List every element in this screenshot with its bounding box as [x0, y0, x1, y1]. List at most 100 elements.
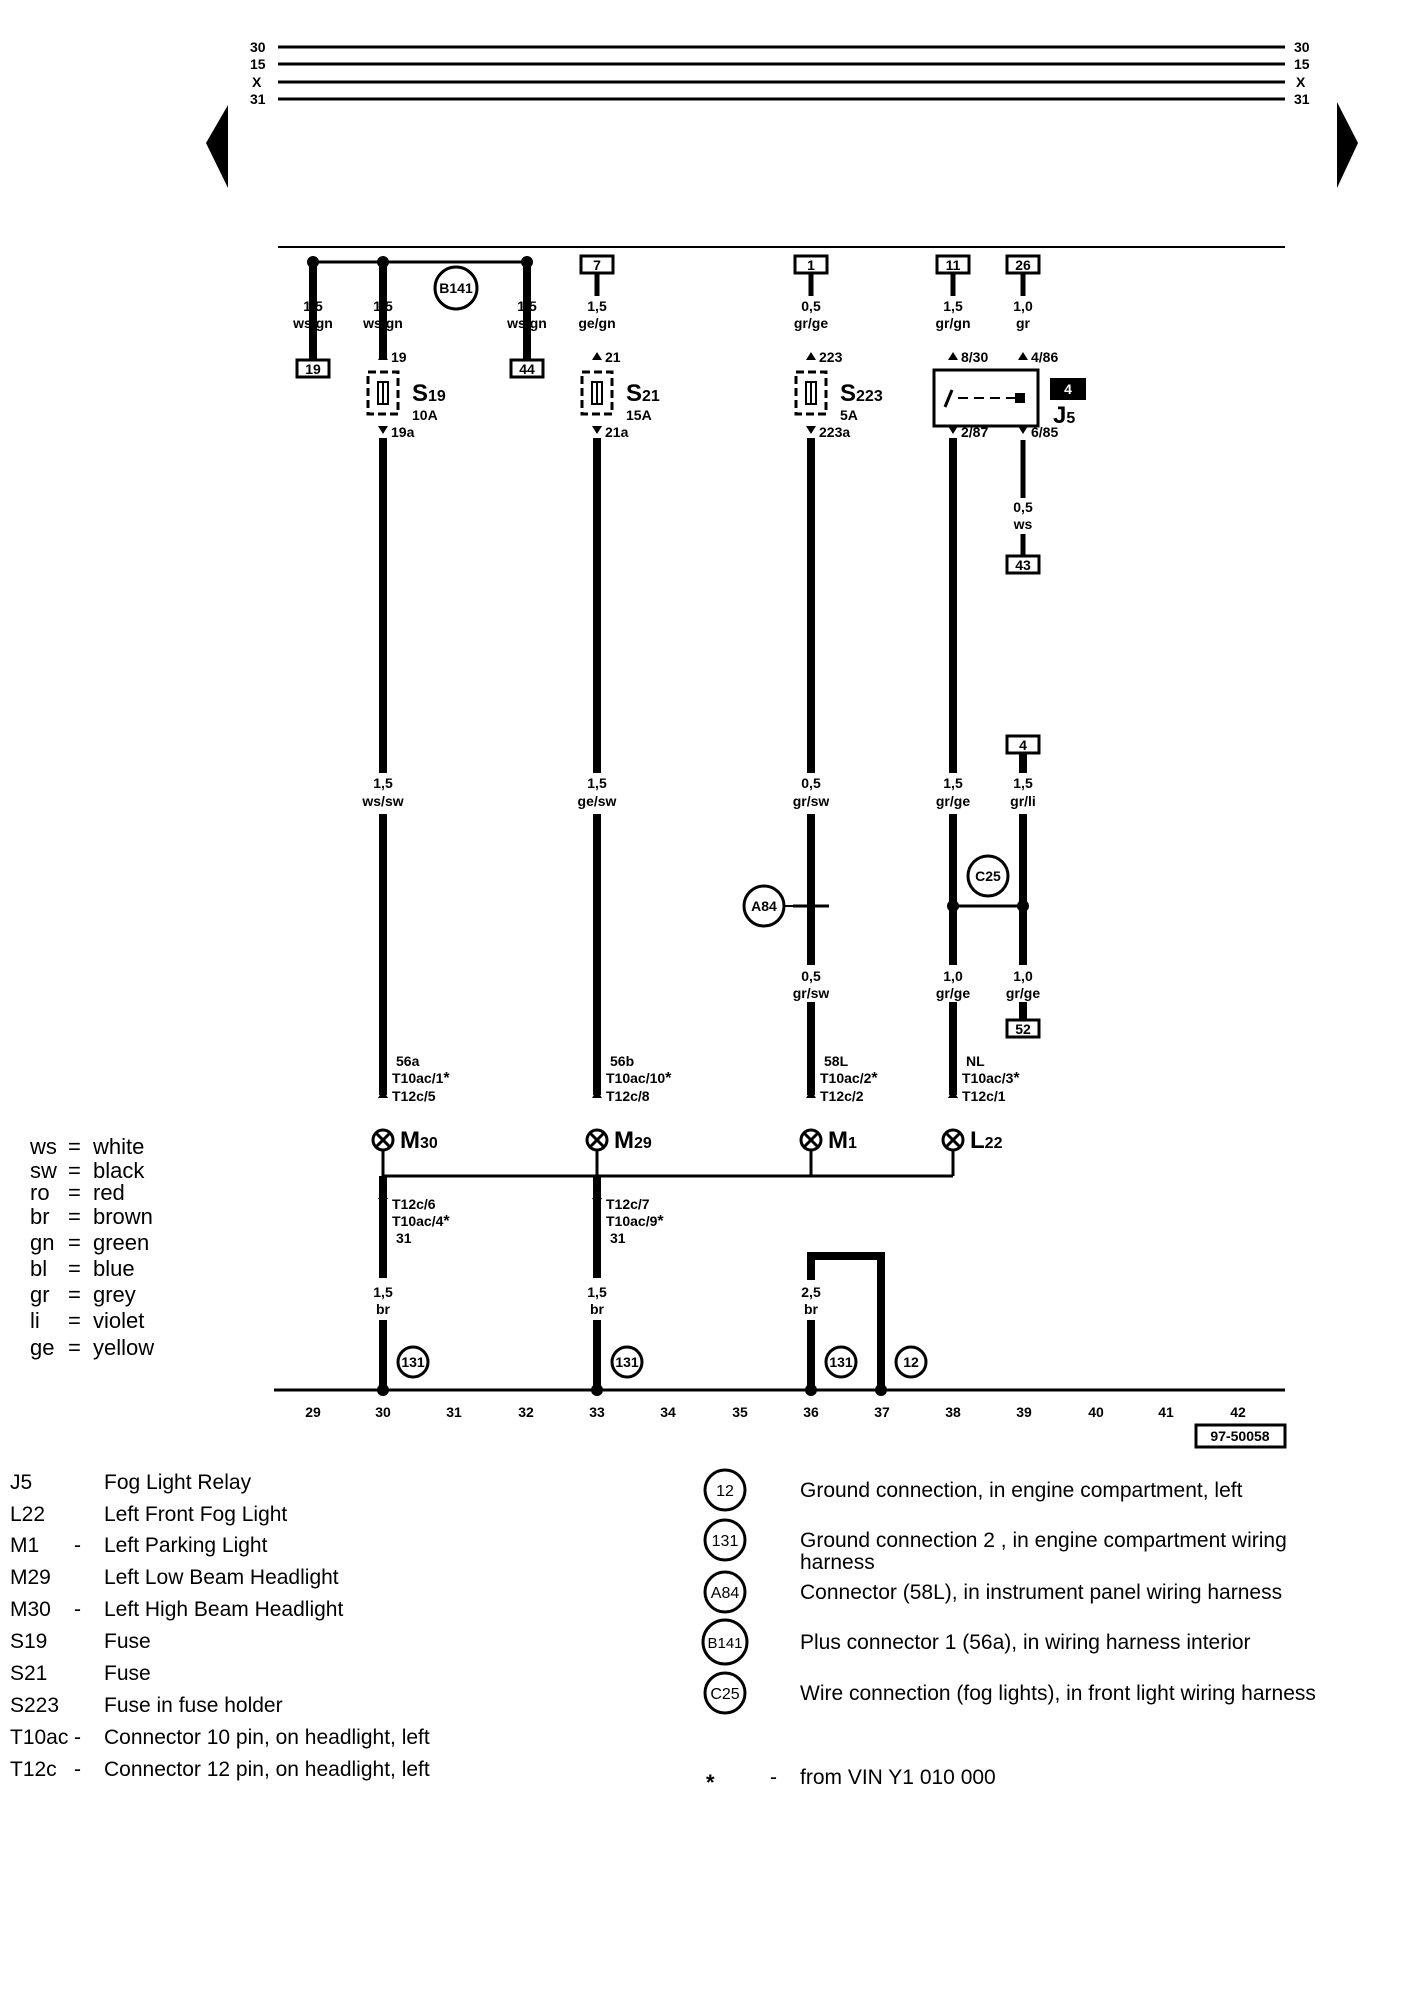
- component-list: J5 Fog Light Relay L22 Left Front Fog Li…: [10, 1471, 430, 1781]
- fuse-s223[interactable]: [794, 370, 828, 416]
- fuse-s19[interactable]: [366, 370, 400, 416]
- component-desc: Fuse: [104, 1630, 151, 1653]
- ref-box-19[interactable]: [295, 358, 331, 379]
- lamp-l22[interactable]: [941, 1128, 965, 1152]
- component-code: T10ac: [10, 1726, 68, 1749]
- wire-size-label: 2,5: [801, 1284, 821, 1300]
- connector-signal: 56b: [610, 1053, 634, 1069]
- track-number: 33: [589, 1404, 605, 1420]
- track-number: 29: [305, 1404, 321, 1420]
- legend-code: bl: [30, 1256, 47, 1281]
- rail-label-31-left: 31: [250, 91, 266, 107]
- connection-desc: Ground connection 2 , in engine compartm…: [800, 1529, 1287, 1552]
- lamp-l22-label: L22: [970, 1127, 1003, 1154]
- wire-color-label: gr/sw: [793, 985, 830, 1001]
- track-number: 37: [874, 1404, 890, 1420]
- wire-color-label: br: [590, 1301, 605, 1317]
- c25-node-1: [947, 900, 959, 912]
- legend-eq: =: [68, 1134, 81, 1159]
- wire-size-label: 1,5: [373, 298, 393, 314]
- legend-code: gn: [30, 1230, 54, 1255]
- legend-name: blue: [93, 1256, 135, 1281]
- relay-j5[interactable]: [932, 368, 1040, 428]
- component-desc: Connector 10 pin, on headlight, left: [104, 1726, 430, 1749]
- footnote-dash: -: [770, 1766, 777, 1789]
- wire-color-label: ws/sw: [361, 793, 403, 809]
- wire-color-label: ge/sw: [578, 793, 617, 809]
- lamp-return-drops: [381, 1150, 955, 1176]
- lamp-m29[interactable]: [585, 1128, 609, 1152]
- legend-eq: =: [68, 1308, 81, 1333]
- fuse-s21-label: S21: [626, 380, 660, 407]
- short-top-wires: [594, 273, 1026, 296]
- relay-location-tag: [1050, 378, 1086, 400]
- component-dash: -: [74, 1758, 81, 1781]
- wire-size-label: 1,5: [373, 775, 393, 791]
- connection-code: 131: [712, 1533, 739, 1550]
- legend-code: ro: [30, 1180, 50, 1205]
- wire-color-label: ws/gn: [292, 315, 333, 331]
- connector-pin-a: T10ac/3*: [962, 1070, 1020, 1087]
- legend-eq: =: [68, 1282, 81, 1307]
- fuse-s21[interactable]: [580, 370, 614, 416]
- legend-code: li: [30, 1308, 40, 1333]
- connection-code: 12: [716, 1483, 734, 1500]
- legend-code: ws: [29, 1134, 57, 1159]
- track-number: 40: [1088, 1404, 1104, 1420]
- legend-name: red: [93, 1180, 125, 1205]
- lamp-m30[interactable]: [371, 1128, 395, 1152]
- legend-eq: =: [68, 1335, 81, 1360]
- legend-eq: =: [68, 1180, 81, 1205]
- track-number: 32: [518, 1404, 534, 1420]
- wire-size-label: 1,5: [373, 1284, 393, 1300]
- b141-node-2: [377, 256, 389, 268]
- relay-location-tag-label: 4: [1064, 381, 1072, 397]
- component-desc: Fog Light Relay: [104, 1471, 252, 1494]
- page-right-arrow-icon[interactable]: [1337, 102, 1358, 188]
- ref-box-52-label: 52: [1015, 1021, 1031, 1037]
- fuse-pin-in: 19: [391, 349, 407, 365]
- connection-131-icon: [703, 1518, 747, 1562]
- connector-pin-a: T10ac/10*: [606, 1070, 672, 1087]
- wire-size-label: 0,5: [1013, 499, 1033, 515]
- ref-box-52[interactable]: [1005, 1018, 1041, 1039]
- ref-box-43-label: 43: [1015, 557, 1031, 573]
- legend-name: black: [93, 1158, 145, 1183]
- lamp-m30-label: M30: [400, 1127, 438, 1154]
- ground-wires: [379, 1176, 815, 1390]
- lamp-m1[interactable]: [799, 1128, 823, 1152]
- wire-color-label: gr/li: [1010, 793, 1036, 809]
- fuse-pin-out: 21a: [605, 424, 629, 440]
- component-desc: Left Parking Light: [104, 1534, 268, 1557]
- connector-pin-a: T10ac/1*: [392, 1070, 450, 1087]
- lamp-m29-label: M29: [614, 1127, 652, 1154]
- wire-size-label: 1,5: [303, 298, 323, 314]
- connection-desc: Ground connection, in engine compartment…: [800, 1479, 1243, 1502]
- wire-color-label: ws/gn: [506, 315, 547, 331]
- legend-code: gr: [30, 1282, 50, 1307]
- ground-131-label: 131: [829, 1354, 853, 1370]
- track-number: 41: [1158, 1404, 1174, 1420]
- ref-box-43[interactable]: [1005, 554, 1041, 575]
- page-left-arrow-icon[interactable]: [206, 105, 228, 188]
- relay-pin: 4/86: [1031, 349, 1058, 365]
- wire-color-label: gr/sw: [793, 793, 830, 809]
- component-desc: Left Low Beam Headlight: [104, 1566, 339, 1589]
- diagram-id: 97-50058: [1210, 1428, 1269, 1444]
- component-code: S21: [10, 1662, 47, 1685]
- component-desc: Left Front Fog Light: [104, 1503, 287, 1526]
- connector-pin-b: T10ac/9*: [606, 1213, 664, 1230]
- component-dash: -: [74, 1726, 81, 1749]
- track-numbers: 29 30 31 32 33 34 35 36 37 38 39 40 41 4…: [305, 1404, 1246, 1420]
- ref-box-7-label: 7: [593, 257, 601, 273]
- fuse-s19-label: S19: [412, 380, 446, 407]
- fuse-s223-label: S223: [840, 380, 883, 407]
- component-desc: Connector 12 pin, on headlight, left: [104, 1758, 430, 1781]
- connection-desc-continued: harness: [800, 1551, 875, 1574]
- ref-box-44[interactable]: [509, 358, 545, 379]
- rail-label-15-left: 15: [250, 56, 266, 72]
- ref-box-4[interactable]: [1005, 734, 1041, 755]
- connection-c25-icon: [703, 1671, 747, 1715]
- component-code: T12c: [10, 1758, 57, 1781]
